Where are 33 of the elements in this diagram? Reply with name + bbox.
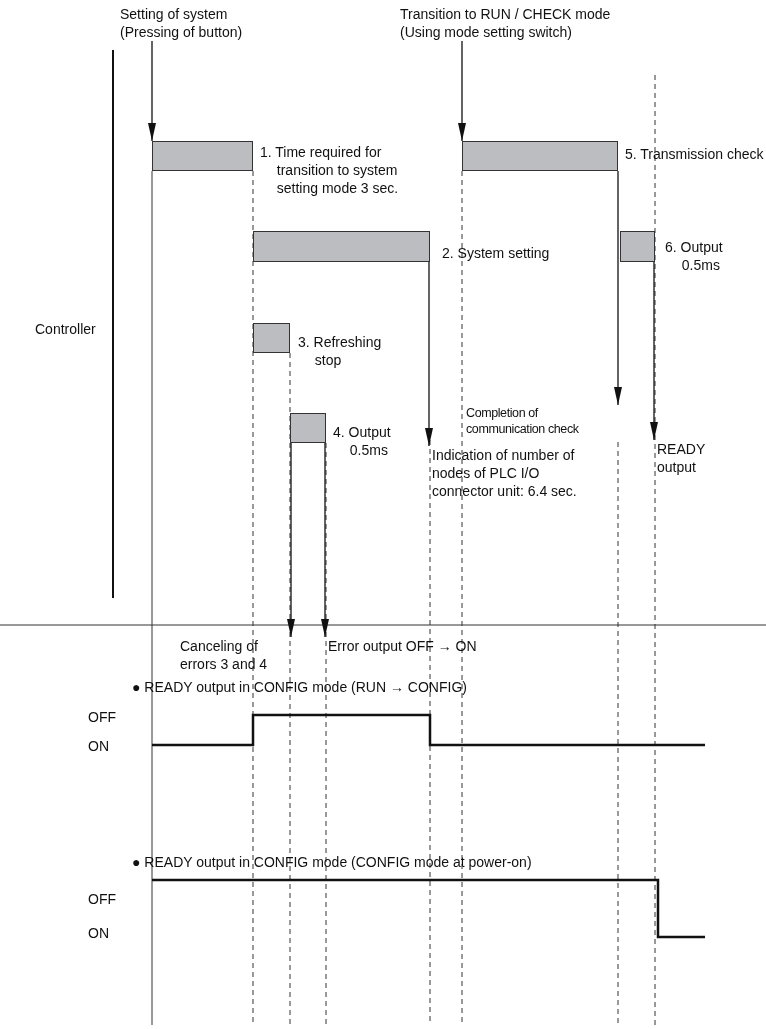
- arrow: [287, 442, 295, 638]
- arrow: [614, 170, 622, 406]
- chart-title: ● READY output in CONFIG mode (CONFIG mode at power-on): [132, 853, 533, 871]
- bar-caption: 6. Output 0.5ms: [665, 238, 724, 274]
- annotation-text: Completion of communication check: [466, 405, 616, 437]
- arrow: [650, 261, 658, 441]
- timing-bar: [620, 231, 655, 262]
- bar-caption: 4. Output 0.5ms: [333, 423, 392, 459]
- axis-label: ON: [88, 737, 110, 755]
- arrow: [425, 261, 433, 447]
- annotation-text: Error output OFF → ON: [328, 637, 528, 655]
- annotation-text: Indication of number of nodes of PLC I/O connector unit: 6.4 sec.: [432, 446, 584, 500]
- annotation-text: Canceling of errors 3 and 4: [180, 637, 288, 673]
- arrow: [321, 442, 329, 638]
- bar-caption: 5. Transmission check: [625, 145, 765, 163]
- bar-caption: 3. Refreshing stop: [298, 333, 383, 369]
- axis-label: ON: [88, 924, 110, 942]
- chart-title: ● READY output in CONFIG mode (RUN → CONFIG): [132, 678, 468, 696]
- axis-label: OFF: [88, 708, 117, 726]
- annotation-text: Setting of system (Pressing of button): [120, 5, 270, 41]
- axis-label: OFF: [88, 890, 117, 908]
- controller-label: Controller: [35, 320, 97, 338]
- annotation-text: Transition to RUN / CHECK mode (Using mode setting switch): [400, 5, 640, 41]
- timing-bar: [290, 413, 326, 443]
- timing-bar: [253, 323, 290, 353]
- annotation-text: READY output: [657, 440, 732, 476]
- timing-bar: [152, 141, 253, 171]
- timing-bar: [462, 141, 618, 171]
- arrow: [458, 40, 466, 142]
- bar-caption: 2. System setting: [442, 244, 551, 262]
- bar-caption: 1. Time required for transition to system setting mode 3 sec.: [260, 143, 400, 197]
- timing-bar: [253, 231, 430, 262]
- arrow: [148, 40, 156, 142]
